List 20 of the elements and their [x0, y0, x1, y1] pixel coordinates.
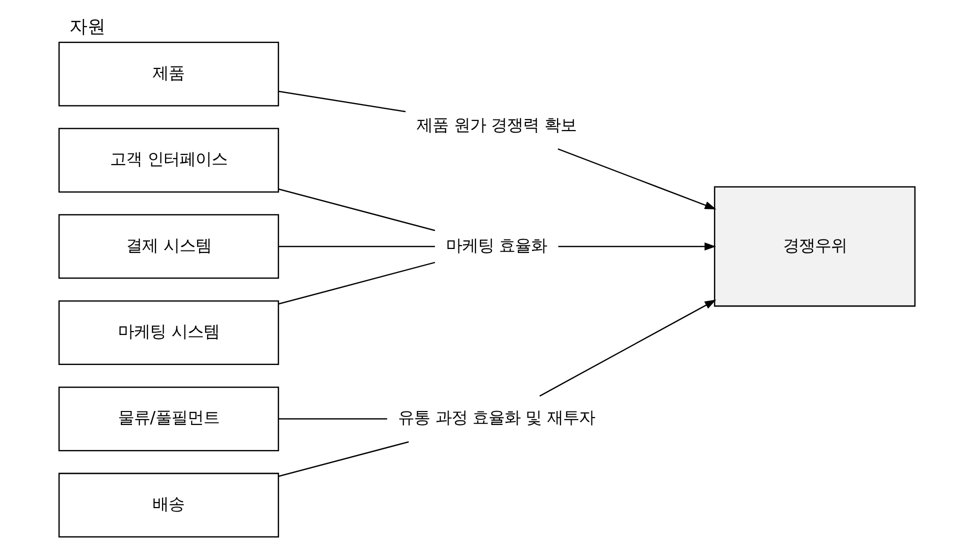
node-box: 경쟁우위: [713, 186, 916, 307]
diagram-title: 자원: [69, 17, 106, 38]
arrow: [558, 242, 716, 250]
node-box: 물류/풀필먼트: [58, 386, 279, 452]
connector: [278, 418, 387, 420]
connector: [278, 188, 435, 232]
node-text: 마케팅 효율화: [445, 236, 547, 255]
node-box: 제품: [58, 42, 279, 106]
node-text: 유통 과정 효율화 및 재투자: [398, 408, 594, 428]
node-box: 배송: [58, 472, 279, 538]
node-box: 마케팅 시스템: [58, 300, 279, 366]
arrow: [557, 148, 716, 210]
node-box: 고객 인터페이스: [58, 128, 279, 193]
connector: [278, 441, 408, 477]
node-text: 제품 원가 경쟁력 확보: [416, 115, 576, 134]
node-box: 결제 시스템: [58, 214, 279, 279]
arrow: [538, 300, 716, 397]
connector: [278, 262, 435, 304]
connector: [278, 90, 406, 112]
connector: [278, 246, 434, 248]
